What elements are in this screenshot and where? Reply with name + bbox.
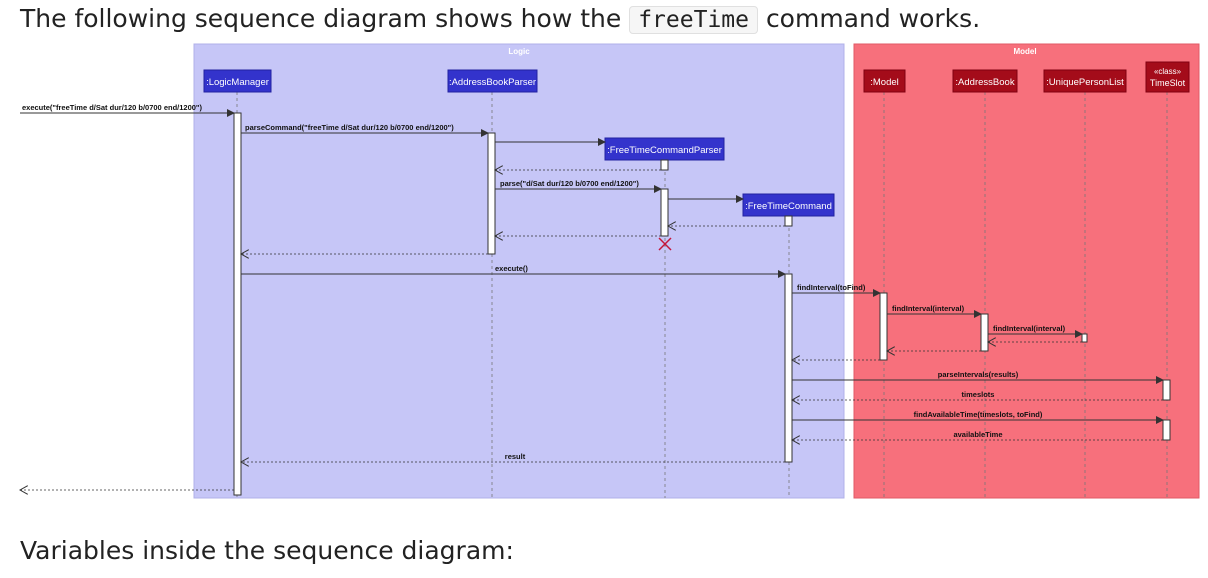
participant-unique-person-list-label: :UniquePersonList [1046, 77, 1124, 88]
msg-find-available-time-label: findAvailableTime(timeslots, toFind) [914, 410, 1043, 419]
activation-address-book-parser [487, 132, 496, 255]
activation-parser-parse [660, 188, 669, 237]
activation-logic-manager [233, 112, 242, 496]
participant-address-book-parser-label: :AddressBookParser [449, 77, 536, 88]
participant-time-slot-label: TimeSlot [1150, 78, 1186, 88]
msg-parse-intervals-label: parseIntervals(results) [938, 370, 1019, 379]
participant-logic-manager-label: :LogicManager [206, 77, 269, 88]
participant-unique-person-list [1043, 69, 1127, 93]
activation-address-book [980, 313, 989, 352]
participant-logic-manager [203, 69, 272, 93]
participant-model-label: :Model [870, 77, 899, 88]
msg-timeslots-label: timeslots [962, 390, 995, 399]
activation-time-slot-parse [1162, 379, 1171, 401]
activation-command-constructor [784, 215, 793, 227]
msg-execute-label: execute() [495, 264, 528, 273]
logic-box-label: Logic [508, 47, 530, 56]
activation-time-slot-find [1162, 419, 1171, 441]
activation-command-execute [784, 273, 793, 463]
msg-available-time-label: availableTime [953, 430, 1002, 439]
intro-heading: The following sequence diagram shows how… [20, 4, 981, 34]
participant-address-book-parser [447, 69, 538, 93]
msg-find-interval-1-label: findInterval(interval) [892, 304, 965, 313]
participant-model [863, 69, 906, 93]
msg-find-interval-2-label: findInterval(interval) [993, 324, 1066, 333]
participant-time-slot-stereotype: «class» [1154, 67, 1182, 76]
msg-result-label: result [505, 452, 526, 461]
variables-heading: Variables inside the sequence diagram: [20, 536, 514, 565]
activation-model [879, 292, 888, 361]
participant-free-time-command-label: :FreeTimeCommand [745, 201, 832, 212]
model-box [853, 43, 1200, 499]
msg-parse-label: parse("d/Sat dur/120 b/0700 end/1200") [500, 179, 639, 188]
msg-find-interval-to-find-label: findInterval(toFind) [797, 283, 866, 292]
participant-address-book-label: :AddressBook [955, 77, 1014, 88]
model-box-label: Model [1013, 47, 1036, 56]
intro-suffix: command works. [765, 4, 981, 33]
participant-free-time-command-parser-label: :FreeTimeCommandParser [607, 145, 722, 156]
logic-box [193, 43, 845, 499]
intro-text: The following sequence diagram shows how… [20, 4, 622, 33]
activation-parser-constructor [660, 159, 669, 171]
activation-unique-person-list [1081, 333, 1088, 343]
destroy-mark [658, 237, 672, 251]
participant-address-book [952, 69, 1018, 93]
msg-execute-input-label: execute("freeTime d/Sat dur/120 b/0700 e… [22, 103, 202, 112]
participant-time-slot [1145, 61, 1190, 93]
msg-parse-command-label: parseCommand("freeTime d/Sat dur/120 b/0… [245, 123, 454, 132]
command-code: freeTime [629, 6, 758, 34]
